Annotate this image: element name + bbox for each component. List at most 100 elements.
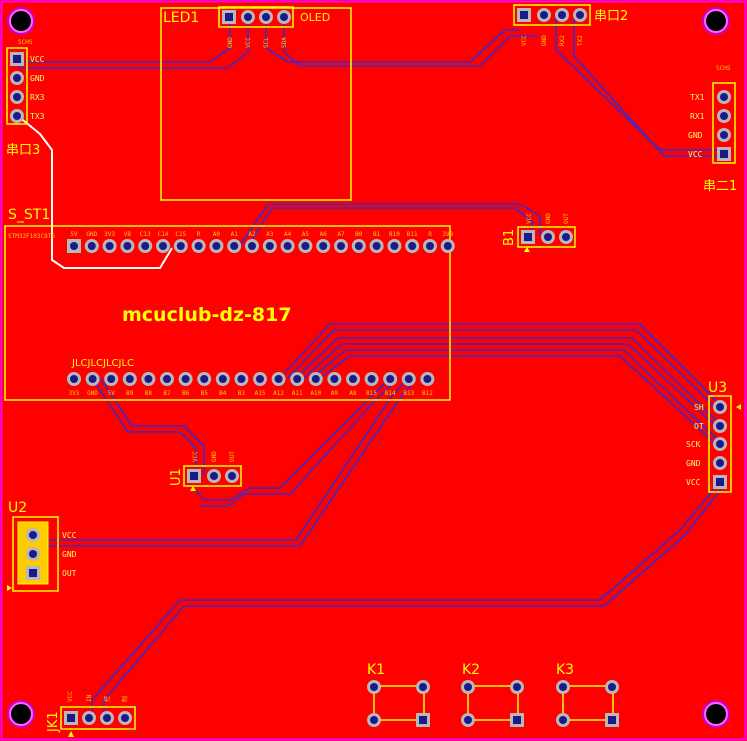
s-st1-bottom-pin-label: B8 bbox=[145, 390, 153, 397]
s-st1-top-pad-hole bbox=[337, 242, 345, 250]
k1-button[interactable]: K1 bbox=[367, 662, 430, 727]
s-st1-bottom-pad-hole bbox=[423, 375, 432, 383]
k1-ref: K1 bbox=[367, 662, 385, 678]
u3-pin-label: SCK bbox=[686, 440, 701, 449]
b1-ref: B1 bbox=[502, 229, 517, 246]
uart2-ref: 串口2 bbox=[594, 9, 628, 24]
b1-pin-label: GND bbox=[545, 213, 552, 224]
uart2-pin-label: TX2 bbox=[577, 35, 584, 46]
s-st1-top-pin-label: A5 bbox=[302, 231, 310, 238]
serial-trace bbox=[17, 115, 173, 269]
uart3-pin-label: VCC bbox=[30, 55, 45, 64]
led1-module: LED1 OLED GND VCC SCL SDA bbox=[160, 6, 352, 201]
s-st1-bottom-pad-hole bbox=[311, 375, 320, 383]
u3-ref: U3 bbox=[708, 380, 727, 396]
k2-button[interactable]: K2 bbox=[461, 662, 524, 727]
s-st1-top-pad-hole bbox=[319, 242, 328, 250]
jk1-ref: JK1 bbox=[46, 711, 61, 733]
k3-button[interactable]: K3 bbox=[556, 662, 619, 727]
s-st1-sub: STM32F103C8T6 bbox=[8, 233, 55, 240]
s-st1-bottom-pin-label: B5 bbox=[201, 390, 209, 397]
led1-pin-label: SCL bbox=[263, 37, 270, 48]
s-st1-top-pad-hole bbox=[426, 242, 434, 250]
s-st1-bottom-pin-label: A9 bbox=[331, 390, 339, 397]
jk1-module: JK1 VCC IN 控 制 bbox=[46, 691, 136, 737]
u2-pin-label: VCC bbox=[62, 531, 77, 540]
led1-ref: LED1 bbox=[163, 10, 199, 26]
u2-module: U2 VCC GND OUT bbox=[7, 500, 77, 592]
u3-pin-label: VCC bbox=[686, 478, 701, 487]
uart1-header: SCHS TX1 RX1 GND VCC 串二1 bbox=[688, 65, 737, 194]
s-st1-top-pin-label: B1 bbox=[373, 231, 381, 238]
u2-pin-label: GND bbox=[62, 550, 77, 559]
s-st1-bottom-pin-label: B12 bbox=[422, 390, 433, 397]
s-st1-top-pin-label: A2 bbox=[248, 231, 256, 238]
s-st1-top-pad-hole bbox=[141, 242, 150, 250]
s-st1-top-pad-hole bbox=[354, 242, 363, 250]
jk1-pin-label: IN bbox=[86, 694, 93, 702]
s-st1-bottom-pin-label: B14 bbox=[385, 390, 396, 397]
b1-module: B1 VCC GND OUT bbox=[502, 213, 576, 252]
s-st1-bottom-pin-label: 5V bbox=[108, 390, 116, 397]
s-st1-top-pin-label: 3V3 bbox=[104, 231, 115, 238]
s-st1-bottom-pin-label: A11 bbox=[292, 390, 303, 397]
s-st1-top-pin-label: A7 bbox=[337, 231, 345, 238]
s-st1-ref: S_ST1 bbox=[8, 207, 50, 223]
u1-ref: U1 bbox=[169, 468, 184, 486]
s-st1-top-pad-hole bbox=[123, 242, 132, 250]
s-st1-bottom-pin-label: B6 bbox=[182, 390, 190, 397]
s-st1-top-pin-label: A4 bbox=[284, 231, 292, 238]
s-st1-top-pad-hole bbox=[283, 242, 292, 250]
board-title: mcuclub-dz-817 bbox=[122, 304, 292, 326]
u3-pin-label: GND bbox=[686, 459, 701, 468]
uart1-tag: SCHS bbox=[716, 65, 731, 72]
s-st1-top-pin-label: C13 bbox=[140, 231, 151, 238]
uart2-header: 串口2 VCC GND RX2 TX2 bbox=[513, 4, 628, 46]
uart3-tag: SCHS bbox=[18, 39, 33, 46]
s-st1-top-pin-label: R bbox=[428, 231, 432, 238]
s-st1-top-pin-label: R bbox=[197, 231, 201, 238]
s-st1-top-pin-label: B10 bbox=[389, 231, 400, 238]
uart1-pin-label: GND bbox=[688, 131, 703, 140]
s-st1-bottom-pin-label: B4 bbox=[219, 390, 227, 397]
s-st1-bottom-pad-hole bbox=[200, 375, 209, 383]
u3-module: U3 SH OT SCK GND VCC bbox=[686, 380, 741, 493]
uart1-pin-label: TX1 bbox=[690, 93, 705, 102]
s-st1-top-pin-label: B11 bbox=[407, 231, 418, 238]
led1-pin-label: VCC bbox=[245, 37, 252, 48]
s-st1-bottom-pad-hole bbox=[125, 375, 134, 383]
led1-pin-label: SDA bbox=[281, 37, 288, 48]
s-st1-top-pad-hole bbox=[159, 242, 167, 250]
k2-ref: K2 bbox=[462, 662, 480, 678]
s-st1-top-pin-label: B0 bbox=[355, 231, 363, 238]
s-st1-bottom-pad-hole bbox=[386, 375, 395, 383]
s-st1-bottom-pad-hole bbox=[349, 375, 357, 383]
s-st1-bottom-pin-label: B15 bbox=[366, 390, 377, 397]
s-st1-bottom-pad-hole bbox=[181, 375, 190, 383]
s-st1-bottom-pad-hole bbox=[274, 375, 283, 383]
s-st1-top-pin-label: 5V bbox=[70, 231, 78, 238]
uart2-pin-label: VCC bbox=[521, 35, 528, 46]
uart2-pin-label: GND bbox=[541, 35, 548, 46]
uart3-ref: 串口3 bbox=[6, 143, 40, 158]
s-st1-top-pin-label: A6 bbox=[320, 231, 328, 238]
u2-ref: U2 bbox=[8, 500, 27, 516]
s-st1-bottom-pin-label: B3 bbox=[238, 390, 246, 397]
s-st1-bottom-pad-hole bbox=[367, 375, 376, 383]
s-st1-bottom-pin-label: GND bbox=[87, 390, 98, 397]
s-st1-top-pad-hole bbox=[265, 242, 274, 250]
b1-pin-label: OUT bbox=[563, 213, 570, 224]
uart3-pin-label: GND bbox=[30, 74, 45, 83]
s-st1-top-pin-label: C15 bbox=[175, 231, 186, 238]
uart3-header: SCHS VCC GND RX3 TX3 串口3 bbox=[6, 39, 45, 158]
s-st1-bottom-pad-hole bbox=[218, 375, 227, 383]
s-st1-bottom-pad-hole bbox=[107, 375, 116, 383]
s-st1-bottom-pad-hole bbox=[330, 375, 339, 383]
jk1-pin-label: 制 bbox=[121, 696, 129, 702]
s-st1-bottom-pad-hole bbox=[144, 375, 153, 383]
u1-pin-label: GND bbox=[211, 451, 218, 462]
uart3-pin-label: RX3 bbox=[30, 93, 45, 102]
s-st1-top-pad-hole bbox=[105, 242, 114, 250]
